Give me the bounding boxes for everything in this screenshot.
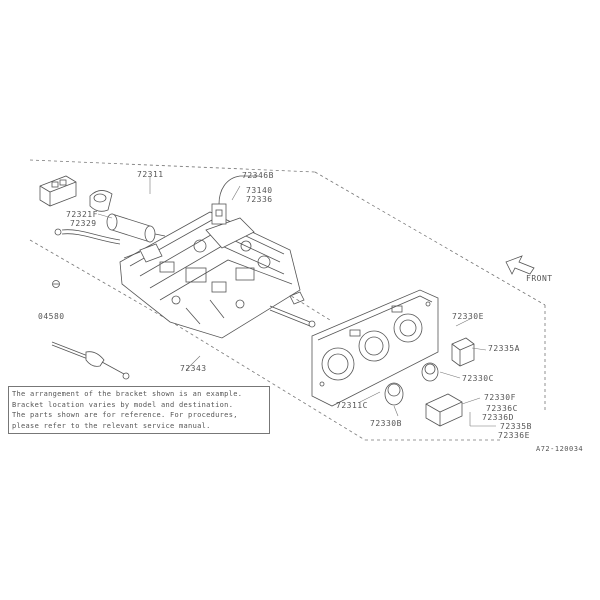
callout-72343: 72343 bbox=[180, 364, 207, 373]
assembly-frame-dashed bbox=[29, 159, 546, 441]
callout-72335b: 72335B bbox=[500, 422, 532, 431]
callout-73140: 73140 bbox=[246, 186, 273, 195]
callout-72330c: 72330C bbox=[462, 374, 494, 383]
harness-connector bbox=[39, 175, 77, 207]
cable-grommet bbox=[89, 190, 113, 212]
callout-72330f: 72330F bbox=[484, 393, 516, 402]
note-line: Bracket location varies by model and des… bbox=[12, 400, 234, 409]
callout-04580: 04580 bbox=[38, 312, 65, 321]
control-knob bbox=[384, 382, 404, 406]
callout-72336c: 72336C bbox=[486, 404, 518, 413]
screw-04580 bbox=[52, 280, 60, 288]
note-line: The arrangement of the bracket shown is … bbox=[12, 390, 243, 398]
leader-lines bbox=[97, 176, 496, 427]
note-line: The parts shown are for reference. For p… bbox=[12, 411, 238, 419]
figure-id: A72-120034 bbox=[536, 445, 584, 453]
callout-72330b: 72330B bbox=[370, 419, 402, 428]
temperature-sensor bbox=[211, 175, 258, 225]
callout-72336: 72336 bbox=[246, 195, 273, 204]
callout-72346b: 72346B bbox=[242, 171, 274, 180]
control-panel-bezel bbox=[311, 289, 439, 407]
control-cable-left bbox=[54, 228, 121, 245]
control-knob-small bbox=[421, 362, 439, 382]
actuator-cylinder bbox=[106, 213, 166, 243]
callout-72330e: 72330E bbox=[452, 312, 484, 321]
front-arrow-icon bbox=[505, 255, 535, 275]
push-switch bbox=[425, 393, 463, 427]
callout-72336d: 72336D bbox=[482, 413, 514, 422]
callout-72321f: 72321F bbox=[66, 210, 98, 219]
callout-72336e: 72336E bbox=[498, 431, 530, 440]
note-box: The arrangement of the bracket shown is … bbox=[8, 386, 270, 434]
callout-72329: 72329 bbox=[70, 219, 97, 228]
rotary-switch bbox=[451, 337, 475, 367]
front-direction-label: FRONT bbox=[526, 274, 553, 283]
callout-72311: 72311 bbox=[137, 170, 164, 179]
callout-72335a: 72335A bbox=[488, 344, 520, 353]
control-cable-72343 bbox=[51, 341, 130, 380]
note-line: please refer to the relevant service man… bbox=[12, 421, 211, 430]
callout-72311c: 72311C bbox=[336, 401, 368, 410]
linkage-rod bbox=[269, 291, 316, 328]
